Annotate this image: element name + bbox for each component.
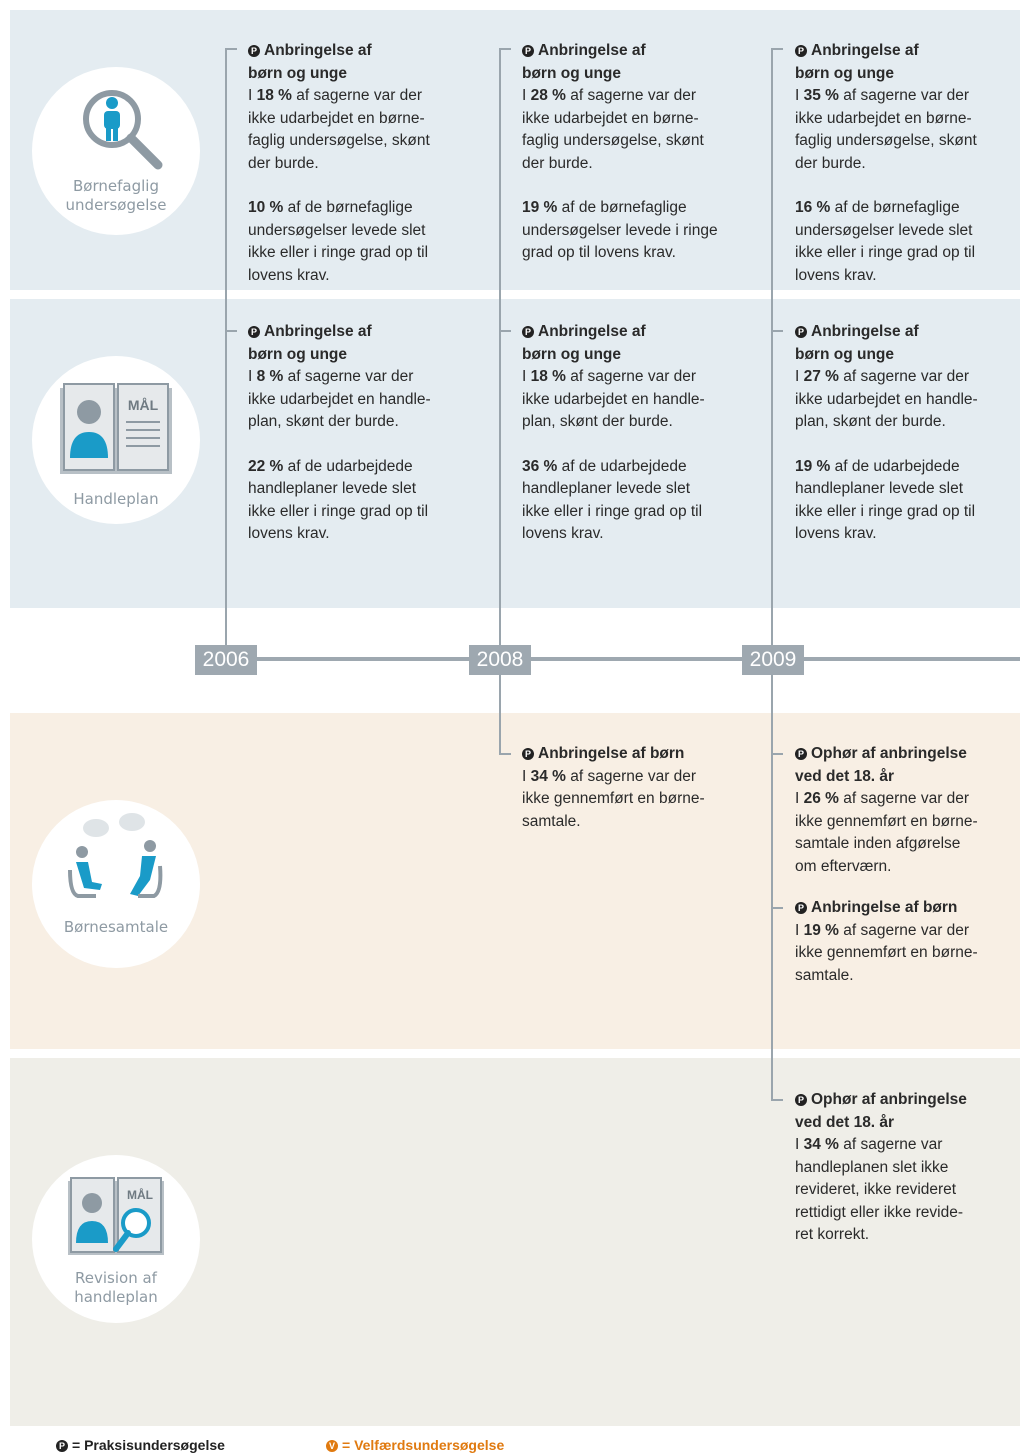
card-heading-line2: børn og unge (795, 345, 895, 363)
percent-value: 10 % (248, 199, 284, 216)
praksis-badge-icon: P (795, 45, 807, 57)
percent-value: 26 % (803, 790, 839, 807)
percent-value: 34 % (803, 1136, 839, 1153)
conversation-icon (68, 813, 163, 898)
praksis-badge-icon: P (248, 45, 260, 57)
praksis-badge-icon: P (522, 748, 534, 760)
percent-value: 18 % (256, 87, 292, 104)
percent-value: 18 % (530, 368, 566, 385)
plan-revision-icon: MÅL (68, 1177, 164, 1255)
percent-value: 16 % (795, 199, 831, 216)
percent-value: 22 % (248, 457, 284, 475)
timeline-connector-2006 (225, 48, 227, 646)
category-revision-af-handleplan: MÅL Revision af handleplan (32, 1155, 200, 1323)
praksis-badge-icon: P (795, 326, 807, 338)
year-label-2008: 2008 (469, 645, 531, 675)
category-label: Børnesamtale (63, 918, 169, 936)
category-label-line2: handleplan (74, 1288, 158, 1306)
percent-value: 27 % (803, 368, 839, 385)
praksis-badge-icon: P (248, 326, 260, 338)
legend-velfaerd: V = Velfærdsundersøgelse (326, 1436, 504, 1454)
card-heading-line2: børn og unge (795, 64, 895, 82)
connector-tick (499, 753, 511, 755)
category-handleplan: MÅL Handleplan (32, 356, 200, 524)
card-heading-line2: børn og unge (248, 64, 348, 82)
praksis-badge-icon: P (795, 748, 807, 760)
praksis-badge-icon: P (795, 1094, 807, 1106)
card-heading-line2: ved det 18. år (795, 767, 895, 785)
connector-tick (771, 48, 783, 50)
card-heading-line2: børn og unge (248, 345, 348, 363)
timeline-connector-2008 (499, 48, 501, 754)
year-label-2006: 2006 (195, 645, 257, 675)
card-heading-line2: ved det 18. år (795, 1113, 895, 1131)
card-heading-line2: børn og unge (522, 64, 622, 82)
category-boernesamtale: Børnesamtale (32, 800, 200, 968)
year-label-2009: 2009 (742, 645, 804, 675)
action-plan-book-icon: MÅL (60, 383, 172, 474)
legend-praksis-label: = Praksisundersøgelse (72, 1437, 225, 1453)
percent-value: 8 % (256, 368, 284, 385)
legend-velfaerd-label: = Velfærdsundersøgelse (342, 1437, 505, 1453)
category-label: Handleplan (73, 490, 159, 508)
connector-tick (499, 330, 511, 332)
category-label-line1: Revision af (75, 1269, 157, 1287)
praksis-badge-icon: P (522, 326, 534, 338)
velfaerd-badge-icon: V (326, 1440, 338, 1452)
connector-tick (771, 907, 783, 909)
praksis-badge-icon: P (522, 45, 534, 57)
timeline-connector-2009 (771, 48, 773, 1100)
percent-value: 35 % (803, 87, 839, 104)
percent-value: 19 % (803, 921, 839, 939)
category-label-line2: undersøgelse (65, 196, 167, 214)
connector-tick (771, 1099, 783, 1101)
goal-text: MÅL (128, 397, 159, 413)
praksis-badge-icon: P (795, 902, 807, 914)
percent-value: 28 % (530, 87, 566, 104)
connector-tick (499, 48, 511, 50)
connector-tick (225, 48, 237, 50)
percent-value: 34 % (530, 767, 566, 785)
connector-tick (771, 330, 783, 332)
percent-value: 19 % (795, 457, 831, 475)
goal-text: MÅL (127, 1187, 153, 1202)
percent-value: 19 % (522, 199, 558, 216)
person-magnifier-icon (83, 90, 163, 170)
card-heading-line2: børn og unge (522, 345, 622, 363)
category-boernefaglig-undersoegelse: Børnefaglig undersøgelse (32, 67, 200, 235)
timeline-axis (196, 657, 1020, 661)
percent-value: 36 % (522, 457, 558, 475)
connector-tick (771, 753, 783, 755)
praksis-badge-icon: P (56, 1440, 68, 1452)
connector-tick (225, 330, 237, 332)
legend-praksis: P = Praksisundersøgelse (56, 1436, 225, 1454)
category-label-line1: Børnefaglig (73, 177, 159, 195)
